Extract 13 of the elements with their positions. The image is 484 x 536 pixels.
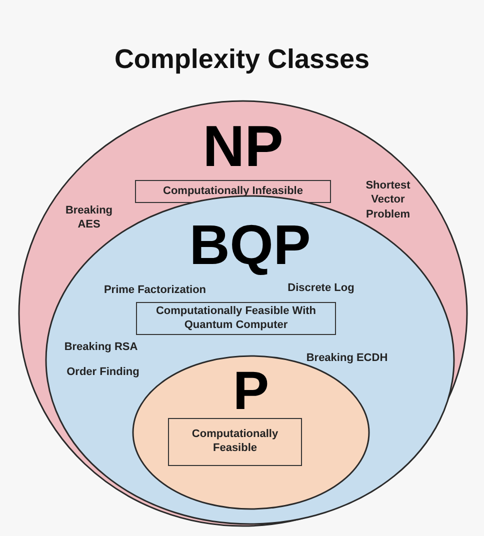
- text-box: Computationally Feasible With Quantum Computer: [136, 302, 336, 335]
- class-label: P: [232, 364, 270, 418]
- problem-label: Prime Factorization: [102, 282, 208, 298]
- class-label: BQP: [189, 217, 311, 273]
- problem-label: Breaking ECDH: [305, 350, 389, 366]
- problem-label: Breaking RSA: [63, 340, 139, 354]
- text-box: Computationally Feasible: [168, 418, 302, 466]
- problem-label: Breaking AES: [64, 204, 114, 232]
- class-label: NP: [202, 118, 284, 176]
- problem-label: Order Finding: [66, 364, 140, 380]
- diagram-title: Complexity Classes: [114, 44, 370, 75]
- problem-label: Discrete Log: [286, 280, 356, 296]
- problem-label: Shortest Vector Problem: [364, 178, 412, 222]
